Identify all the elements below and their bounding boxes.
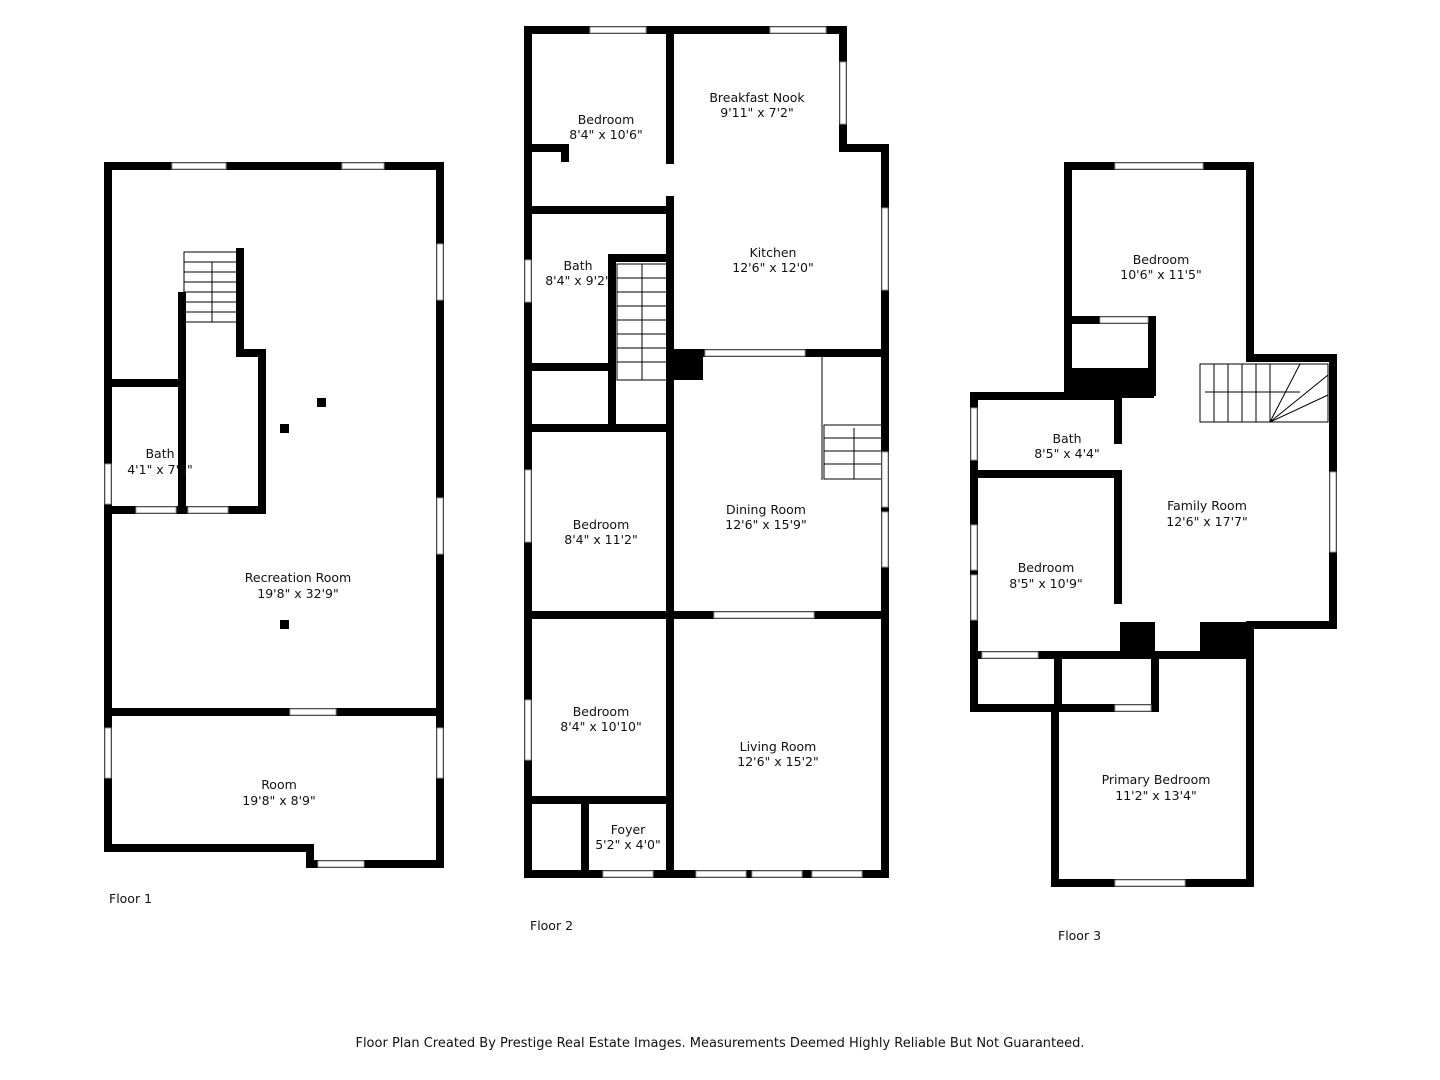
stairs	[616, 263, 883, 480]
room-size: 8'4" x 10'10"	[560, 719, 641, 734]
room-name: Bath	[145, 446, 174, 461]
room-size: 8'4" x 9'2"	[545, 273, 611, 288]
room-name: Dining Room	[726, 502, 806, 517]
room-size: 10'6" x 11'5"	[1120, 267, 1201, 282]
floor-label: Floor 1	[109, 891, 152, 906]
room-size: 19'8" x 32'9"	[257, 586, 338, 601]
room-name: Bedroom	[578, 112, 635, 127]
room-name: Family Room	[1167, 498, 1247, 513]
disclaimer-footer: Floor Plan Created By Prestige Real Esta…	[355, 1036, 1084, 1051]
floor-label: Floor 3	[1058, 928, 1101, 943]
floor-3-plan	[970, 162, 1337, 887]
floor-label: Floor 2	[530, 918, 573, 933]
room-size: 9'11" x 7'2"	[720, 105, 793, 120]
room-size: 12'6" x 12'0"	[732, 260, 813, 275]
room-name: Bedroom	[573, 704, 630, 719]
room-name: Bath	[563, 258, 592, 273]
room-name: Living Room	[740, 739, 817, 754]
room-name: Foyer	[611, 822, 646, 837]
room-name: Bedroom	[573, 517, 630, 532]
room-name: Bath	[1052, 431, 1081, 446]
room-size: 5'2" x 4'0"	[595, 837, 661, 852]
room-name: Breakfast Nook	[709, 90, 805, 105]
room-name: Bedroom	[1133, 252, 1190, 267]
room-size: 8'5" x 4'4"	[1034, 446, 1100, 461]
room-name: Bedroom	[1018, 560, 1075, 575]
room-size: 4'1" x 7'5"	[127, 462, 193, 477]
room-size: 12'6" x 15'2"	[737, 754, 818, 769]
floor-2-plan	[524, 26, 889, 878]
stairs	[1199, 363, 1329, 423]
room-size: 11'2" x 13'4"	[1115, 788, 1196, 803]
room-name: Kitchen	[750, 245, 797, 260]
room-name: Recreation Room	[245, 570, 351, 585]
stairs	[183, 251, 241, 323]
room-size: 8'4" x 11'2"	[564, 532, 637, 547]
room-size: 8'4" x 10'6"	[569, 127, 642, 142]
room-size: 19'8" x 8'9"	[242, 793, 315, 808]
room-name: Room	[261, 777, 297, 792]
room-size: 8'5" x 10'9"	[1009, 576, 1082, 591]
room-name: Primary Bedroom	[1102, 772, 1211, 787]
room-size: 12'6" x 15'9"	[725, 517, 806, 532]
floor-1-plan	[104, 162, 444, 868]
room-size: 12'6" x 17'7"	[1166, 514, 1247, 529]
